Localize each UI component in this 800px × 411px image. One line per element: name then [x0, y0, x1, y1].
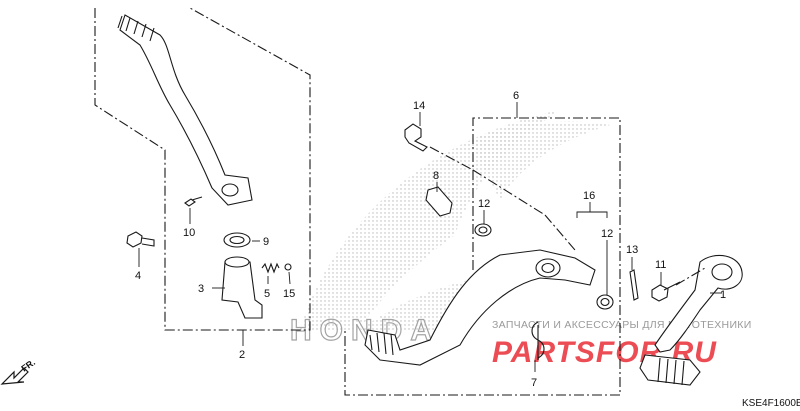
callout-5: 5	[264, 288, 270, 300]
brake-pedal-group-outline	[344, 117, 621, 396]
dust-seal-12b	[596, 294, 614, 310]
callout-lines	[138, 102, 722, 372]
pivot-bolt-8	[425, 186, 453, 217]
callout-8: 8	[433, 170, 439, 182]
spring-5	[261, 262, 280, 274]
callout-7: 7	[531, 377, 537, 389]
kickstarter-group-outline	[94, 7, 311, 331]
dust-seal-12a	[474, 223, 492, 237]
callout-3: 3	[198, 283, 204, 295]
callout-4: 4	[135, 270, 141, 282]
kickstarter-group	[94, 7, 311, 331]
gearshift-tip	[639, 354, 701, 386]
front-arrow-icon	[0, 367, 29, 385]
oil-seal-9	[223, 232, 251, 248]
gearshift-tip-ribs	[657, 357, 685, 386]
kick-spindle-3	[221, 261, 263, 319]
shop-tagline: ЗАПЧАСТИ И АКСЕССУАРЫ ДЛЯ МОТОТЕХНИКИ	[492, 319, 752, 331]
shop-watermark: ЗАПЧАСТИ И АКСЕССУАРЫ ДЛЯ МОТОТЕХНИКИ PA…	[492, 319, 752, 369]
bolt-10	[184, 196, 203, 207]
callout-10: 10	[183, 227, 195, 239]
callout-2: 2	[239, 349, 245, 361]
brake-pedal-group	[344, 117, 621, 396]
callout-12a: 12	[478, 198, 490, 210]
diagram-code: KSE4F1600B	[742, 398, 800, 409]
honda-brand-watermark: HONDA	[290, 314, 440, 347]
front-direction-indicator: FR.	[0, 357, 37, 385]
kick-lever-arm	[119, 14, 253, 206]
brake-pedal-tread	[369, 332, 394, 356]
return-spring-7	[531, 321, 545, 360]
bolt-14	[404, 123, 428, 152]
callout-13: 13	[626, 244, 638, 256]
bolt-4	[126, 231, 155, 248]
clip-15	[284, 263, 292, 271]
callout-labels: 1 2 3 4 5 6 7 8 9 10 11 12 12 13 14 15 1…	[135, 90, 726, 389]
bolt-11	[651, 281, 681, 302]
callout-11: 11	[655, 259, 666, 271]
callout-1: 1	[720, 289, 726, 301]
callout-15: 15	[283, 288, 295, 300]
pin-13	[629, 269, 639, 301]
brake-pedal-body	[364, 249, 596, 366]
callout-16: 16	[583, 190, 595, 202]
gearshift-group	[629, 254, 743, 386]
callout-12b: 12	[601, 228, 613, 240]
kick-lever-boss	[221, 183, 239, 197]
callout-14: 14	[413, 100, 425, 112]
callout-9: 9	[263, 236, 269, 248]
kick-lever-grip	[117, 15, 155, 42]
callout-6: 6	[513, 90, 519, 102]
